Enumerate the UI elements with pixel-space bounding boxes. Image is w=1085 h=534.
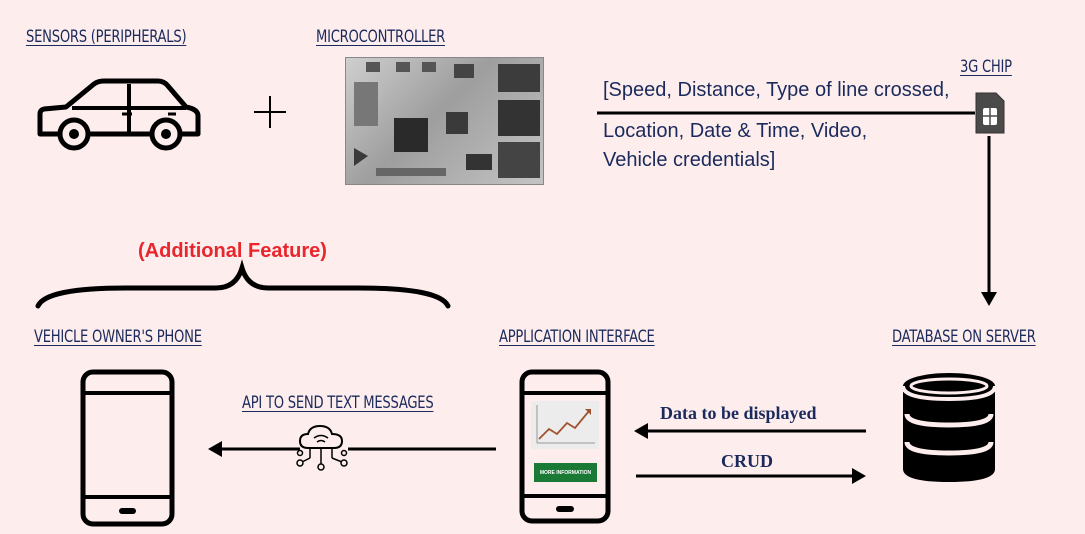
sensors-label: SENSORS (PERIPHERALS): [26, 27, 187, 47]
api-label: API TO SEND TEXT MESSAGES: [242, 393, 434, 413]
payload-line-2: Location, Date & Time, Video,: [603, 120, 868, 142]
more-information-button[interactable]: MORE INFORMATION: [534, 463, 597, 482]
microcontroller-label: MICROCONTROLLER: [316, 27, 446, 47]
payload-line-3: Vehicle credentials]: [603, 149, 776, 171]
smartphone-icon: [80, 369, 175, 527]
sim-card-icon: [975, 92, 1005, 134]
car-icon: [37, 78, 201, 151]
plus-icon: [254, 96, 286, 128]
database-label: DATABASE ON SERVER: [892, 327, 1036, 347]
owner-phone-label: VEHICLE OWNER'S PHONE: [34, 327, 202, 347]
payload-line-1: [Speed, Distance, Type of line crossed,: [603, 79, 950, 101]
database-icon: [901, 373, 997, 482]
chip-label: 3G CHIP: [960, 57, 1012, 77]
app-phone-icon: [519, 369, 611, 524]
line-chart-icon: [531, 401, 599, 449]
circuit-board-image: [345, 57, 544, 185]
crud-label: CRUD: [721, 451, 773, 471]
data-display-label: Data to be displayed: [660, 403, 817, 423]
cloud-network-icon: [296, 424, 348, 471]
additional-feature-label: (Additional Feature): [138, 240, 327, 262]
app-interface-label: APPLICATION INTERFACE: [499, 327, 655, 347]
curly-brace: [35, 259, 451, 309]
